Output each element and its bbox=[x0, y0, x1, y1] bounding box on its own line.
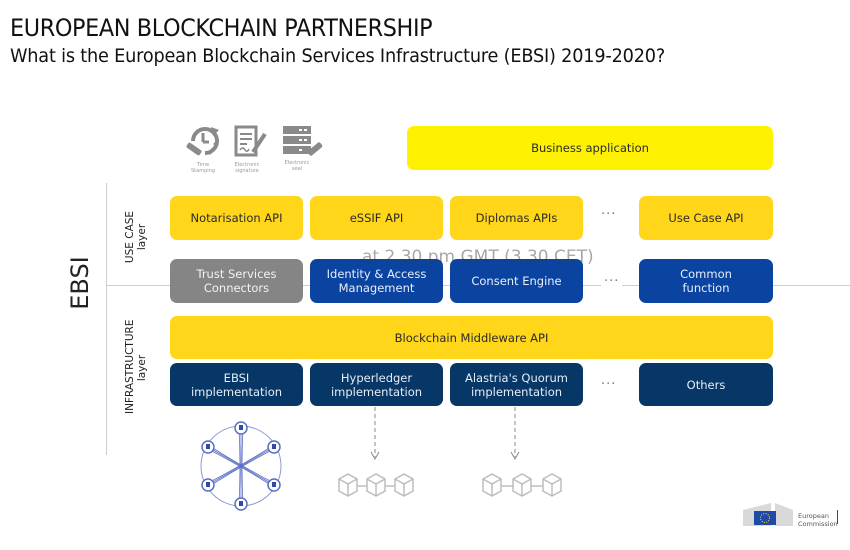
slide-subtitle: What is the European Blockchain Services… bbox=[10, 45, 666, 67]
ellipsis-use-case: ··· bbox=[601, 207, 617, 222]
notarisation-api-box: Notarisation API bbox=[170, 196, 303, 240]
electronic-signature-icon bbox=[234, 125, 267, 157]
logo-divider bbox=[837, 510, 838, 524]
use-case-api-box: Use Case API bbox=[639, 196, 773, 240]
diplomas-apis-box: Diplomas APIs bbox=[450, 196, 583, 240]
time-stamping-icon bbox=[186, 127, 219, 156]
quorum-blockchain-icon bbox=[482, 473, 562, 497]
essif-api-box: eSSIF API bbox=[310, 196, 443, 240]
ellipsis-services: ··· bbox=[601, 274, 623, 289]
ellipsis-implementations: ··· bbox=[601, 377, 617, 392]
electronic-seal-icon bbox=[283, 126, 323, 156]
ebsi-network-icon bbox=[200, 421, 282, 511]
layer-vertical-divider bbox=[106, 183, 107, 455]
hyperledger-blockchain-icon bbox=[338, 473, 414, 497]
business-application-box: Business application bbox=[407, 126, 773, 170]
hyperledger-arrow-icon bbox=[370, 407, 380, 461]
ebsi-label: EBSI bbox=[66, 256, 94, 310]
consent-engine-box: Consent Engine bbox=[450, 259, 583, 303]
blockchain-middleware-api-box: Blockchain Middleware API bbox=[170, 316, 773, 359]
quorum-arrow-icon bbox=[510, 407, 520, 461]
others-implementation-box: Others bbox=[639, 363, 773, 406]
slide-title: EUROPEAN BLOCKCHAIN PARTNERSHIP bbox=[10, 14, 433, 42]
european-commission-logo-icon bbox=[743, 503, 793, 526]
